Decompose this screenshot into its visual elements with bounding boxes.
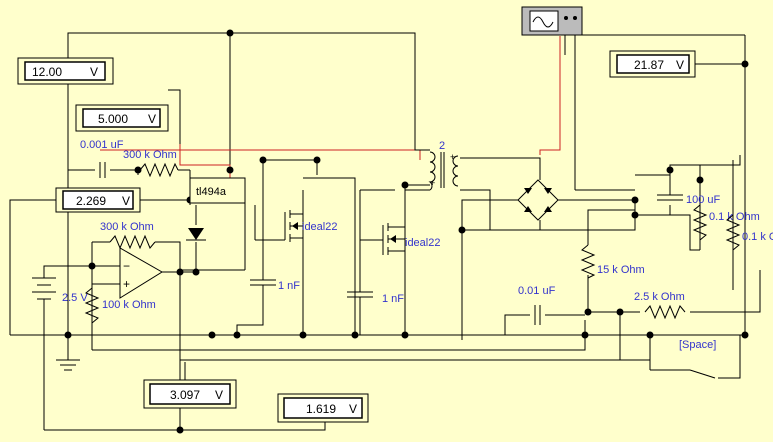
cap-1nf-1-label: 1 nF bbox=[278, 280, 300, 292]
res-01k-1-label: 0.1 k Ohm bbox=[709, 211, 760, 223]
cap-1nf-2-label: 1 nF bbox=[382, 293, 404, 305]
mosfet-2: ideal22 bbox=[360, 215, 440, 262]
diode bbox=[186, 228, 206, 241]
svg-text:+: + bbox=[450, 152, 455, 162]
voltmeter-unit: V bbox=[148, 112, 156, 126]
transformer: 2 + + bbox=[428, 140, 459, 191]
voltmeter-2269v: 2.269 V bbox=[55, 187, 141, 213]
voltmeter-unit: V bbox=[90, 65, 98, 79]
capacitor-0001uf: 0.001 uF bbox=[80, 139, 124, 178]
resistor-01k-1: 0.1 k Ohm bbox=[692, 204, 760, 241]
voltmeter-value: 3.097 bbox=[170, 388, 200, 402]
svg-text:+: + bbox=[123, 277, 130, 291]
mosfet-1-label: ideal22 bbox=[302, 221, 337, 233]
battery-label: 2.5 V bbox=[62, 292, 88, 304]
voltmeter-unit: V bbox=[349, 402, 357, 416]
voltmeter-unit: V bbox=[676, 58, 684, 72]
voltmeter-unit: V bbox=[215, 388, 223, 402]
mosfet-2-label: ideal22 bbox=[405, 237, 440, 249]
bridge-rectifier bbox=[517, 179, 559, 221]
junction-dots bbox=[64, 29, 749, 434]
voltmeter-value: 21.87 bbox=[634, 58, 664, 72]
voltmeter-value: 5.000 bbox=[98, 112, 128, 126]
voltmeter-value: 1.619 bbox=[306, 402, 336, 416]
res-15k-label: 15 k Ohm bbox=[597, 264, 645, 276]
voltmeter-3097v: 3.097 V bbox=[143, 379, 237, 409]
capacitor-001uf: 0.01 uF bbox=[518, 285, 556, 325]
wiring bbox=[9, 32, 761, 431]
mosfet-1: ideal22 bbox=[284, 200, 337, 250]
voltmeter-value: 2.269 bbox=[76, 194, 106, 208]
switch-key-label: [Space] bbox=[679, 339, 716, 351]
svg-text:+: + bbox=[430, 178, 435, 188]
cap-0001uf-label: 0.001 uF bbox=[80, 139, 124, 151]
tl494a-ic: tl494a bbox=[189, 177, 246, 204]
tl494a-label: tl494a bbox=[196, 186, 227, 198]
cap-001uf-label: 0.01 uF bbox=[518, 285, 556, 297]
resistor-100k: 100 k Ohm bbox=[84, 287, 156, 324]
voltmeter-unit: V bbox=[122, 194, 130, 208]
capacitor-1nf-1: 1 nF bbox=[250, 275, 300, 292]
res-300k-top-label: 300 k Ohm bbox=[123, 149, 177, 161]
op-amp: − + bbox=[119, 247, 163, 299]
resistor-300k-top: 300 k Ohm bbox=[123, 149, 179, 178]
res-300k-fb-label: 300 k Ohm bbox=[100, 221, 154, 233]
res-25k-label: 2.5 k Ohm bbox=[634, 291, 685, 303]
voltmeter-2187v: 21.87 V bbox=[609, 50, 696, 78]
voltmeter-value: 12.00 bbox=[32, 65, 62, 79]
cap-100uf-label: 100 uF bbox=[686, 194, 721, 206]
resistor-25k: 2.5 k Ohm bbox=[634, 291, 686, 320]
res-01k-2-label: 0.1 k Ohm bbox=[742, 231, 773, 243]
svg-text:−: − bbox=[123, 259, 130, 273]
oscilloscope-icon[interactable] bbox=[521, 6, 583, 36]
resistor-300k-feedback: 300 k Ohm bbox=[100, 221, 156, 250]
voltmeter-5v: 5.000 V bbox=[75, 104, 169, 132]
res-100k-label: 100 k Ohm bbox=[102, 299, 156, 311]
resistor-15k: 15 k Ohm bbox=[580, 244, 645, 279]
transformer-ratio: 2 bbox=[439, 140, 445, 152]
capacitor-1nf-2: 1 nF bbox=[347, 288, 404, 335]
capacitor-100uf: 100 uF bbox=[657, 194, 721, 206]
voltmeter-12v: 12.00 V bbox=[17, 57, 114, 85]
battery-25v: 2.5 V bbox=[32, 268, 88, 310]
voltmeter-1619v: 1.619 V bbox=[277, 393, 369, 423]
resistor-01k-2: 0.1 k Ohm bbox=[725, 214, 773, 251]
